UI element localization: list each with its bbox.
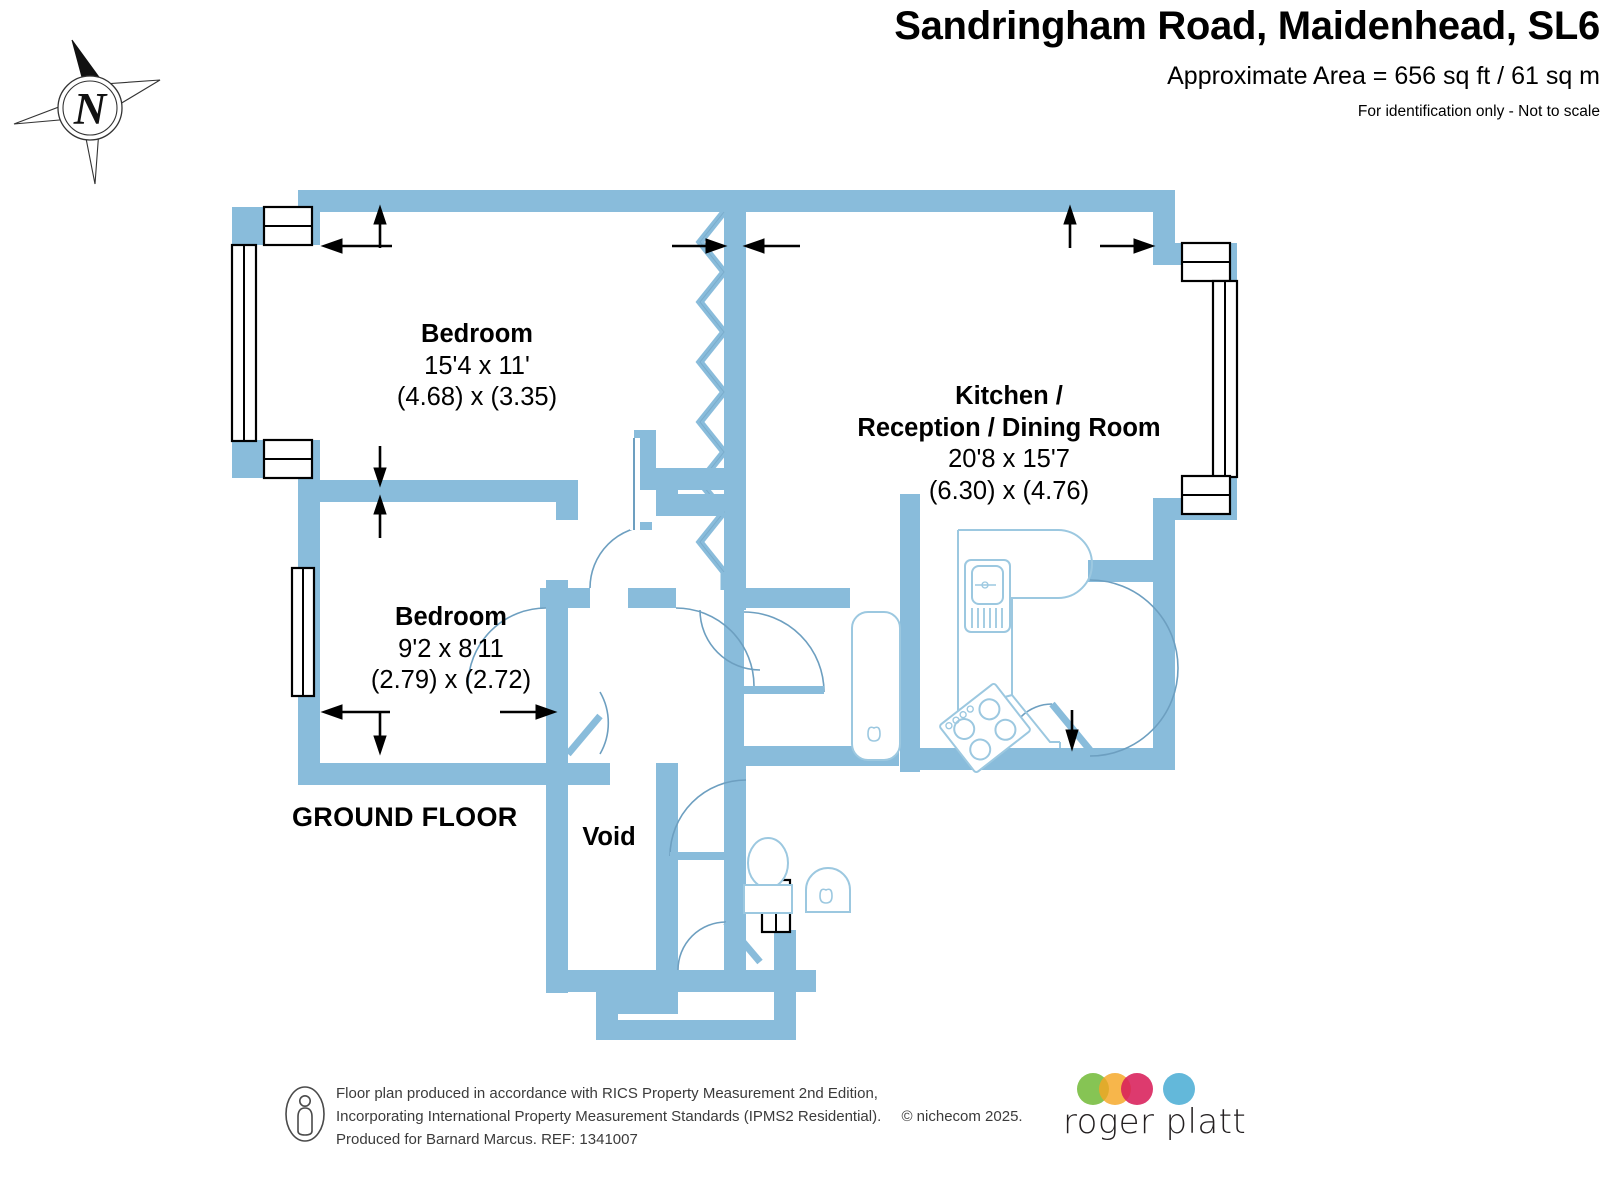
door-arc-kitchen-b: [1089, 667, 1179, 757]
floor-level-label: GROUND FLOOR: [292, 802, 518, 832]
room-label-bedroom-1: Bedroom 15'4 x 11' (4.68) x (3.35): [301, 319, 653, 414]
door-arc-bathroom: [743, 611, 825, 693]
room-dim-imperial: 15'4 x 11': [424, 351, 530, 380]
hob-icon: [939, 683, 1031, 773]
footer-line-2-wrap: Incorporating International Property Mea…: [336, 1106, 1023, 1129]
footer-copyright: © nichecom 2025.: [901, 1107, 1023, 1125]
door-arc-front: [677, 921, 727, 971]
room-name: Bedroom: [395, 603, 507, 631]
footer-line-2: Incorporating International Property Mea…: [336, 1107, 882, 1125]
room-dim-imperial: 20'8 x 15'7: [948, 445, 1070, 474]
room-dim-metric: (4.68) x (3.35): [396, 383, 558, 412]
door-arc-bathroom-hall: [699, 609, 761, 671]
room-name-line-1: Kitchen /: [955, 382, 1063, 410]
footer-text: Floor plan produced in accordance with R…: [336, 1083, 1023, 1151]
room-name: Void: [582, 823, 636, 851]
compass-north-letter: N: [73, 84, 108, 134]
room-name: Bedroom: [421, 320, 533, 348]
scale-disclaimer: For identification only - Not to scale: [1357, 103, 1600, 120]
room-dim-imperial: 9'2 x 8'11: [398, 634, 504, 663]
room-label-kitchen-reception-dining: Kitchen / Reception / Dining Room 20'8 x…: [780, 381, 1238, 507]
bath-icon: [851, 611, 901, 761]
room-dim-metric: (2.79) x (2.72): [370, 666, 532, 695]
room-name-line-2: Reception / Dining Room: [857, 413, 1161, 442]
door-arc-bedroom2: [599, 691, 610, 755]
brand-name: roger platt: [1063, 1102, 1247, 1142]
door-arc-hall-left: [467, 607, 547, 687]
person-in-ellipse-icon: [285, 1086, 325, 1142]
door-arc-entrance-inner: [669, 779, 747, 857]
brand-dots-icon: [1077, 1073, 1195, 1105]
bathroom-fixtures: [743, 611, 901, 914]
compass-rose: N: [12, 12, 182, 187]
page-title: Sandringham Road, Maidenhead, SL6: [894, 4, 1600, 48]
door-arc-kitchen-a: [1089, 579, 1179, 669]
brand-logo: roger platt: [1063, 1072, 1273, 1162]
door-arc-hall-right: [675, 607, 755, 687]
footer-line-1: Floor plan produced in accordance with R…: [336, 1085, 878, 1102]
footer-line-3: Produced for Barnard Marcus. REF: 134100…: [336, 1130, 638, 1148]
toilet-icon: [747, 837, 789, 889]
room-label-void: Void: [520, 822, 698, 854]
kitchen-fixtures: [939, 529, 1093, 773]
approximate-area: Approximate Area = 656 sq ft / 61 sq m: [1167, 62, 1600, 90]
door-arc-bedroom1: [589, 525, 653, 589]
footer: Floor plan produced in accordance with R…: [284, 1075, 1344, 1165]
room-dim-metric: (6.30) x (4.76): [928, 476, 1090, 505]
floor-plan-drawing: [230, 190, 1239, 1040]
compass-icon: N: [13, 39, 161, 185]
room-label-bedroom-2: Bedroom 9'2 x 8'11 (2.79) x (2.72): [276, 602, 626, 697]
dimension-arrows: [320, 204, 1156, 756]
header: Sandringham Road, Maidenhead, SL6 Approx…: [700, 0, 1600, 121]
